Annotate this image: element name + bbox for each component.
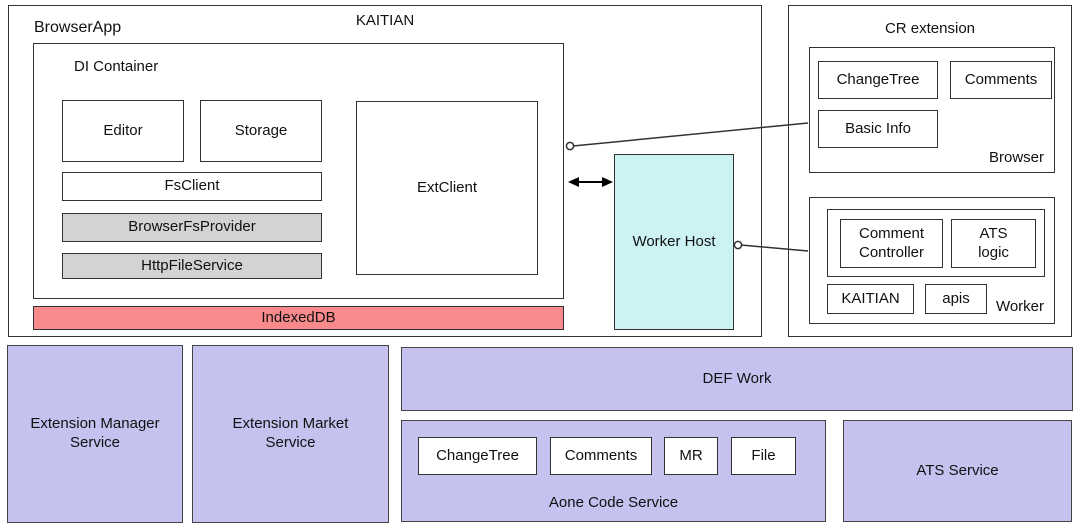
indexeddb-bar: IndexedDB (33, 306, 564, 330)
editor-label: Editor (103, 121, 143, 139)
http-file-service-label: HttpFileService (141, 256, 243, 274)
cr-browser-changetree-box: ChangeTree (818, 61, 938, 99)
worker-kaitian-label: KAITIAN (841, 289, 900, 307)
cr-extension-container: CR extension ChangeTree Comments Basic I… (788, 5, 1072, 337)
ats-logic-box: ATS logic (951, 219, 1036, 268)
cr-browser-basic-info-box: Basic Info (818, 110, 938, 148)
cr-browser-comments-box: Comments (950, 61, 1052, 99)
worker-host-box: Worker Host (614, 154, 734, 330)
cr-browser-basic-info-label: Basic Info (845, 119, 911, 137)
cr-worker-group-box: Comment Controller ATS logic (827, 209, 1045, 277)
def-work-label: DEF Work (702, 369, 772, 387)
def-work-box: DEF Work (401, 347, 1073, 411)
aone-changetree-box: ChangeTree (418, 437, 537, 475)
aone-changetree-label: ChangeTree (436, 446, 519, 464)
aone-code-service-label: Aone Code Service (548, 494, 679, 511)
extension-manager-service-label: Extension Manager Service (30, 415, 160, 451)
extension-market-service-label: Extension Market Service (232, 415, 349, 451)
worker-apis-box: apis (925, 284, 987, 314)
comment-controller-label: Comment Controller (858, 224, 925, 261)
ats-service-label: ATS Service (916, 461, 999, 479)
fs-client-box: FsClient (62, 172, 322, 201)
aone-code-service-box: ChangeTree Comments MR File Aone Code Se… (401, 420, 826, 522)
di-container-box: DI Container Editor Storage FsClient Bro… (33, 43, 564, 299)
cr-worker-box: Comment Controller ATS logic KAITIAN api… (809, 197, 1055, 324)
aone-comments-box: Comments (550, 437, 652, 475)
indexeddb-label: IndexedDB (261, 308, 336, 326)
di-container-label: DI Container (74, 58, 159, 75)
comment-controller-box: Comment Controller (840, 219, 943, 268)
ats-logic-label: ATS logic (978, 224, 1009, 261)
aone-file-label: File (751, 446, 776, 464)
worker-apis-label: apis (942, 289, 970, 307)
ext-client-label: ExtClient (416, 178, 478, 196)
aone-comments-label: Comments (564, 446, 638, 464)
storage-label: Storage (234, 121, 288, 139)
editor-box: Editor (62, 100, 184, 162)
aone-mr-label: MR (679, 446, 703, 464)
kaitian-title: KAITIAN (355, 12, 415, 29)
worker-kaitian-box: KAITIAN (827, 284, 914, 314)
aone-file-box: File (731, 437, 796, 475)
extension-market-service-box: Extension Market Service (192, 345, 389, 523)
cr-worker-label: Worker (995, 298, 1044, 315)
browser-fs-provider-box: BrowserFsProvider (62, 213, 322, 242)
cr-browser-changetree-label: ChangeTree (836, 70, 920, 88)
extension-manager-service-box: Extension Manager Service (7, 345, 183, 523)
cr-browser-box: ChangeTree Comments Basic Info Browser (809, 47, 1055, 173)
kaitian-container: KAITIAN BrowserApp DI Container Editor S… (8, 5, 762, 337)
worker-host-label: Worker Host (632, 232, 716, 250)
ext-client-box: ExtClient (356, 101, 538, 275)
browser-app-label: BrowserApp (34, 19, 122, 36)
storage-box: Storage (200, 100, 322, 162)
fs-client-label: FsClient (164, 177, 220, 195)
cr-browser-comments-label: Comments (964, 70, 1038, 88)
cr-extension-title: CR extension (884, 20, 976, 37)
http-file-service-box: HttpFileService (62, 253, 322, 279)
browser-fs-provider-label: BrowserFsProvider (128, 218, 256, 236)
ats-service-box: ATS Service (843, 420, 1072, 522)
cr-browser-label: Browser (988, 149, 1044, 166)
aone-mr-box: MR (664, 437, 718, 475)
